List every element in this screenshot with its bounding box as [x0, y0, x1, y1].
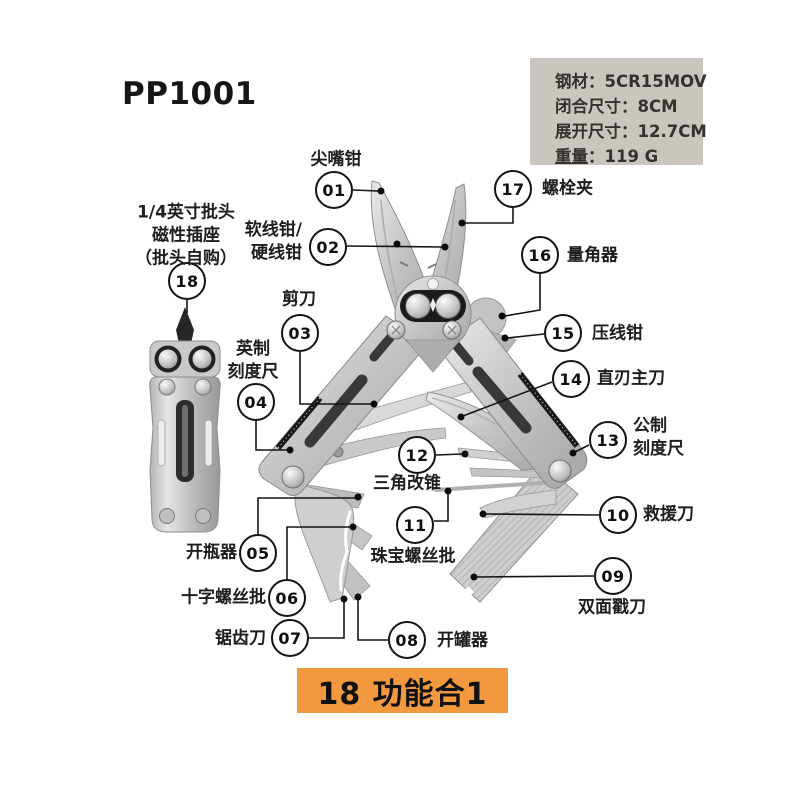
- left-handle: [258, 315, 429, 497]
- callout-label-04: 英制 刻度尺: [227, 339, 279, 382]
- leader-dot-14: [457, 413, 465, 421]
- callout-label-05: 开瓶器: [186, 542, 237, 563]
- leader-line-09: [476, 575, 595, 578]
- file-fork-notch: [460, 586, 474, 600]
- leader-dot-17: [458, 219, 466, 227]
- leader-line-11: [434, 493, 449, 522]
- callout-circle-14: 14: [552, 360, 590, 398]
- spec-row: 展开尺寸：12.7CM: [555, 122, 707, 141]
- callout-circle-01: 01: [315, 171, 353, 209]
- callout-circle-07: 07: [271, 619, 309, 657]
- callout-circle-09: 09: [594, 557, 632, 595]
- callout-label-06: 十字螺丝批: [181, 587, 266, 608]
- leader-dot-05: [354, 493, 362, 501]
- callout-label-17: 螺栓夹: [542, 178, 593, 199]
- spec-row: 闭合尺寸：8CM: [555, 97, 678, 116]
- callout-circle-12: 12: [398, 436, 436, 474]
- leader-dot-09: [470, 573, 478, 581]
- callout-label-14: 直刃主刀: [597, 368, 665, 389]
- spec-row: 重量：119 G: [555, 147, 659, 166]
- leader-dot-11: [444, 487, 452, 495]
- callout-circle-11: 11: [396, 506, 434, 544]
- feature-banner-text: 18 功能合1: [317, 676, 488, 712]
- callout-label-01: 尖嘴钳: [310, 149, 362, 170]
- leader-dot-01: [377, 187, 385, 195]
- callout-label-03: 剪刀: [282, 289, 316, 310]
- spec-row: 钢材：5CR15MOV: [555, 72, 707, 91]
- leader-dot-13: [569, 449, 577, 457]
- leader-line-12: [435, 453, 463, 456]
- leader-line-17: [465, 208, 514, 224]
- specs-box: 钢材：5CR15MOV 闭合尺寸：8CM 展开尺寸：12.7CM 重量：119 G: [530, 58, 707, 166]
- feature-banner: 18 功能合1: [297, 668, 508, 713]
- leader-dot-16: [498, 312, 506, 320]
- callout-circle-18: 18: [168, 262, 206, 300]
- leader-dot-03: [370, 400, 378, 408]
- leader-line-13: [574, 444, 590, 453]
- callout-circle-15: 15: [544, 314, 582, 352]
- callout-circle-13: 13: [589, 421, 627, 459]
- callout-label-02: 软线钳/ 硬线钳: [244, 220, 302, 263]
- leader-line-04: [255, 421, 287, 451]
- leader-line-05: [257, 497, 355, 534]
- leader-dot-08: [354, 593, 362, 601]
- leader-dot-04: [286, 446, 294, 454]
- callout-label-18: 1/4英寸批头 磁性插座 （批头自购）: [135, 202, 237, 269]
- callout-circle-10: 10: [599, 496, 637, 534]
- closed-multitool: [149, 307, 221, 533]
- callout-label-13: 公制 刻度尺: [633, 416, 684, 459]
- leader-dot-02: [393, 240, 401, 248]
- callout-label-15: 压线钳: [592, 323, 643, 344]
- callout-circle-08: 08: [388, 621, 426, 659]
- leader-dot-06: [349, 523, 357, 531]
- leader-dot-15: [501, 334, 509, 342]
- right-handle: [437, 317, 588, 489]
- callout-circle-06: 06: [268, 579, 306, 617]
- leader-line-15: [506, 333, 545, 339]
- jewelry-screwdriver-tool: [434, 480, 558, 492]
- callout-circle-03: 03: [281, 314, 319, 352]
- leader-line-01: [352, 189, 379, 192]
- callout-label-07: 锯齿刀: [215, 628, 266, 649]
- callout-circle-17: 17: [494, 170, 532, 208]
- leader-dot-02: [441, 243, 449, 251]
- callout-label-12: 三角改锥: [373, 473, 441, 494]
- leader-line-08: [357, 600, 388, 641]
- callout-label-11: 珠宝螺丝批: [370, 546, 456, 567]
- callout-circle-16: 16: [521, 236, 559, 274]
- leader-dot-10: [479, 510, 487, 518]
- callout-circle-02: 02: [309, 228, 347, 266]
- leader-line-06: [286, 526, 350, 579]
- page-title: PP1001: [122, 76, 257, 112]
- leader-line-07: [309, 602, 345, 639]
- pivot-assembly: [386, 275, 472, 373]
- leader-dot-07: [340, 595, 348, 603]
- callout-label-16: 量角器: [567, 245, 618, 266]
- callout-label-10: 救援刀: [643, 504, 694, 525]
- callout-circle-05: 05: [239, 534, 277, 572]
- rescue-knife-tool: [479, 489, 557, 519]
- leader-line-14: [462, 381, 553, 417]
- callout-circle-04: 04: [237, 383, 275, 421]
- leader-line-10: [485, 513, 600, 516]
- leader-dot-12: [461, 450, 469, 458]
- callout-label-08: 开罐器: [437, 630, 488, 651]
- callout-label-09: 双面戳刀: [578, 597, 646, 618]
- leader-line-16: [504, 274, 541, 317]
- leader-line-03: [299, 352, 371, 405]
- bit-adapter-tip: [176, 307, 194, 348]
